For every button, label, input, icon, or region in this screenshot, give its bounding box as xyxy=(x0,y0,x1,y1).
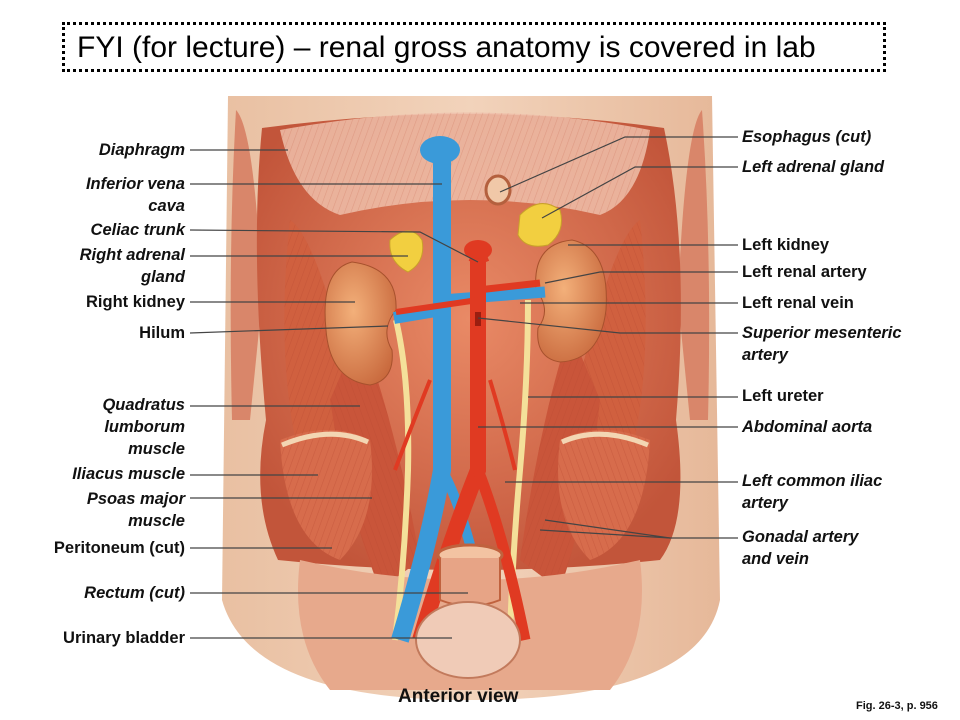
right-renal-vein xyxy=(393,304,443,324)
figure-reference: Fig. 26-3, p. 956 xyxy=(856,700,938,712)
view-caption: Anterior view xyxy=(398,686,519,707)
leader-esophagus xyxy=(499,136,738,193)
right-renal-artery xyxy=(395,297,479,315)
leader-sma xyxy=(477,317,738,334)
right-body-wall xyxy=(678,110,710,420)
inferior-vena-cava xyxy=(391,150,451,643)
label-gonadal-artery-vein: Gonadal artery and vein xyxy=(742,528,859,568)
label-left-renal-vein: Left renal vein xyxy=(742,294,854,312)
label-urinary-bladder: Urinary bladder xyxy=(63,629,185,647)
left-renal-vein xyxy=(441,286,546,306)
leader-hilum xyxy=(189,325,389,334)
leader-celiac xyxy=(189,229,479,263)
label-superior-mesenteric-artery: Superior mesenteric artery xyxy=(742,324,902,364)
label-rectum: Rectum (cut) xyxy=(84,584,185,602)
label-quadratus-lumborum: Quadratus lumborum muscle xyxy=(102,396,185,458)
left-adrenal xyxy=(517,203,562,247)
urinary-bladder xyxy=(415,601,521,679)
label-esophagus: Esophagus (cut) xyxy=(742,128,872,146)
label-inferior-vena-cava: Inferior vena cava xyxy=(85,175,185,215)
label-abdominal-aorta: Abdominal aorta xyxy=(742,418,873,436)
label-psoas-major: Psoas major muscle xyxy=(86,490,185,530)
leader-gonadal-b xyxy=(539,529,671,539)
title-box: FYI (for lecture) – renal gross anatomy … xyxy=(62,22,886,72)
right-adrenal xyxy=(389,230,424,273)
label-hilum: Hilum xyxy=(139,324,185,342)
left-renal-artery xyxy=(477,279,541,294)
label-right-adrenal-gland: Right adrenal gland xyxy=(79,246,185,286)
label-iliacus-muscle: Iliacus muscle xyxy=(72,465,185,483)
abdominal-aorta xyxy=(412,250,486,643)
label-peritoneum: Peritoneum (cut) xyxy=(53,539,185,557)
label-left-adrenal-gland: Left adrenal gland xyxy=(742,158,885,176)
esophagus xyxy=(484,174,512,206)
leader-left-adrenal xyxy=(541,166,738,219)
label-left-common-iliac-artery: Left common iliac artery xyxy=(742,472,883,512)
right-kidney xyxy=(324,261,397,386)
right-ureter xyxy=(392,319,412,641)
label-left-renal-artery: Left renal artery xyxy=(742,263,867,281)
left-body-wall xyxy=(230,110,262,420)
label-left-kidney: Left kidney xyxy=(742,236,830,254)
leader-left-renal-artery xyxy=(544,271,738,284)
label-right-kidney: Right kidney xyxy=(85,293,185,311)
label-left-ureter: Left ureter xyxy=(742,387,824,405)
page-title: FYI (for lecture) – renal gross anatomy … xyxy=(77,31,816,64)
label-diaphragm: Diaphragm xyxy=(98,141,185,159)
label-celiac-trunk: Celiac trunk xyxy=(90,221,185,239)
